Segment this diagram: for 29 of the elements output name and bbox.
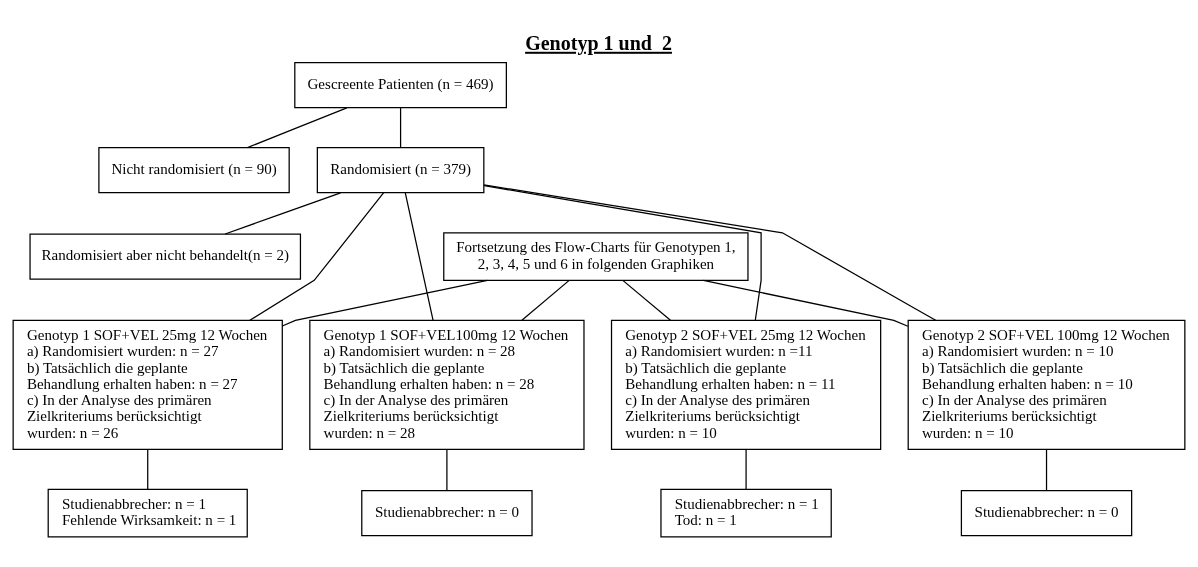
connector (483, 185, 762, 321)
connector (702, 279, 909, 327)
node-box: Randomisiert aber nicht behandelt(n = 2) (29, 233, 302, 280)
connector (399, 107, 402, 148)
connector (224, 192, 342, 235)
node-box: Studienabbrecher: n = 1 Tod: n = 1 (660, 488, 832, 538)
connector (281, 279, 489, 327)
node-box: Randomisiert (n = 379) (316, 147, 485, 194)
node-box: Studienabbrecher: n = 0 (960, 490, 1133, 537)
node-box: Genotyp 1 SOF+VEL100mg 12 Wochen a) Randomisiert wurden: n = 28 b) Tatsächlich die geplante Behandlung erhalten haben: n = 28 c) In der Analyse des primären Zielkriteriums berücksichtigt wurden: n = 28 (309, 319, 585, 450)
node-box: Gescreente Patienten (n = 469) (294, 61, 507, 109)
connector (483, 184, 937, 321)
connector (521, 280, 570, 321)
connector (404, 192, 434, 321)
connector (745, 448, 747, 490)
node-box: Genotyp 2 SOF+VEL 25mg 12 Wochen a) Randomisiert wurden: n =11 b) Tatsächlich die geplante Behandlung erhalten haben: n = 11 c) In der Analyse des primären Zielkriteriums berücksichtigt wurden: n = 10 (610, 319, 882, 450)
node-box: Genotyp 2 SOF+VEL 100mg 12 Wochen a) Randomisiert wurden: n = 10 b) Tatsächlich die geplante Behandlung erhalten haben: n = 10 c) In der Analyse des primären Zielkriteriums berücksichtigt wurden: n = 10 (907, 319, 1186, 450)
node-box: Studienabbrecher: n = 1 Fehlende Wirksamkeit: n = 1 (47, 488, 248, 538)
connector (1045, 448, 1048, 491)
connector (147, 448, 149, 490)
node-box: Fortsetzung des Flow-Charts für Genotypen 1, 2, 3, 4, 5 und 6 in folgenden Graphiken (443, 232, 749, 281)
connector (446, 448, 448, 491)
node-box: Nicht randomisiert (n = 90) (98, 147, 290, 194)
connector (246, 107, 348, 149)
connector (249, 192, 385, 321)
node-box: Genotyp 1 SOF+VEL 25mg 12 Wochen a) Randomisiert wurden: n = 27 b) Tatsächlich die geplante Behandlung erhalten haben: n = 27 c) In der Analyse des primären Zielkriteriums berücksichtigt wurden: n = 26 (12, 319, 283, 450)
connector (622, 280, 672, 321)
diagram-title: Genotyp 1 und 2 (525, 31, 672, 54)
node-box: Studienabbrecher: n = 0 (361, 490, 533, 537)
